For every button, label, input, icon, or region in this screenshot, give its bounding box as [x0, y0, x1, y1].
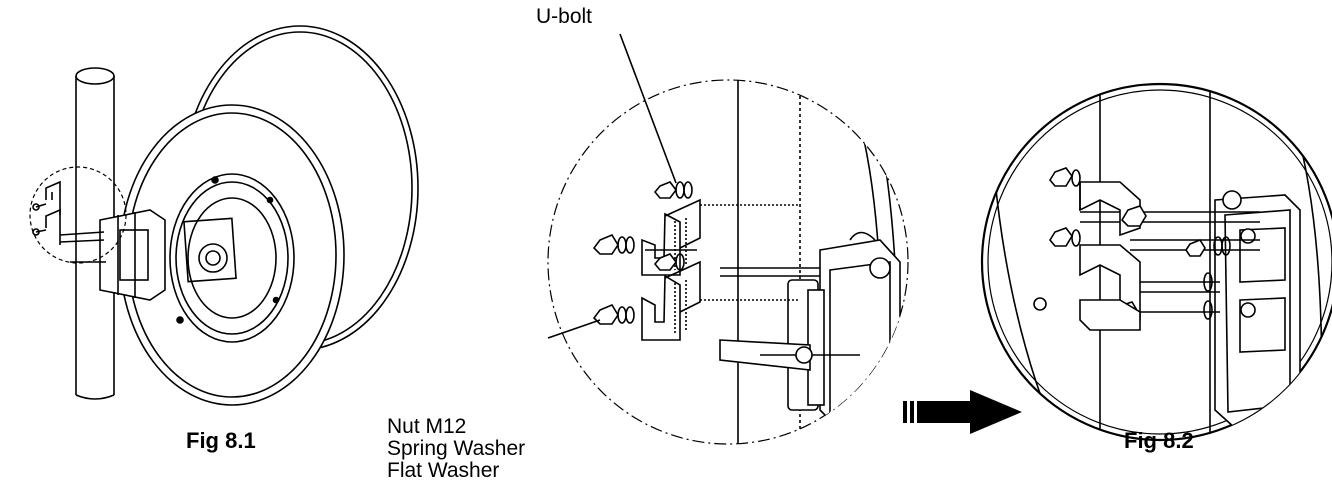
- antenna-dish: [119, 104, 345, 406]
- detail-circle-small: [29, 166, 127, 264]
- u-bolt-label: U-bolt: [536, 5, 593, 28]
- fig-8-2-drawing: [980, 82, 1332, 442]
- nut-washer-set-lower: [592, 253, 685, 325]
- u-bolt-clamp-upper: [1049, 167, 1147, 237]
- nut-washer-set-upper: [592, 181, 693, 255]
- fig-8-1-caption: Fig 8.1: [186, 428, 256, 453]
- sequence-arrow: [903, 390, 1022, 434]
- detail-view-middle: [547, 33, 909, 445]
- flat-washer-label: Flat Washer: [387, 459, 500, 482]
- fig-8-2-caption: Fig 8.2: [1124, 428, 1194, 453]
- mount-bracket: [59, 209, 166, 301]
- spring-washer-label: Spring Washer: [387, 437, 526, 460]
- leader-ubolt: [619, 33, 677, 184]
- nut-label: Nut M12: [387, 415, 467, 438]
- hardware-label-group: Nut M12 Spring Washer Flat Washer: [387, 416, 525, 482]
- leader-hardware: [547, 319, 601, 339]
- fig-8-1-drawing: [29, 25, 419, 406]
- u-bolt-lower: [641, 260, 701, 341]
- small-u-bolts: [32, 180, 61, 245]
- u-bolt-clamp-lower: [1049, 227, 1141, 331]
